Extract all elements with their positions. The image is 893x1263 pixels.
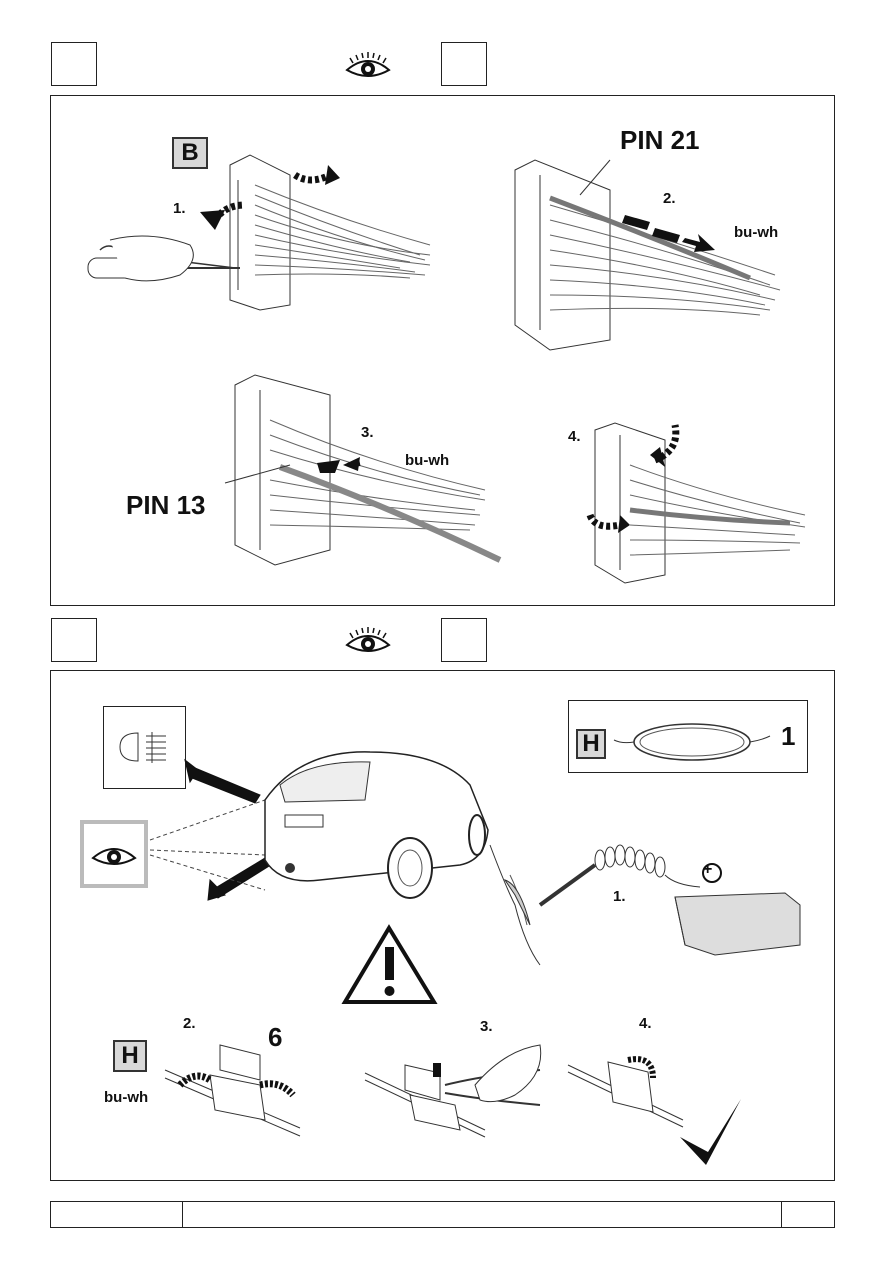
connector-drawing-1 bbox=[87, 154, 431, 311]
step-3-label-2: 3. bbox=[480, 1018, 493, 1035]
headlight-box bbox=[103, 706, 186, 789]
pliers-drawing bbox=[364, 1044, 542, 1138]
part-number-6: 6 bbox=[268, 1022, 283, 1052]
step-number-box-left-2 bbox=[51, 618, 97, 662]
eye-icon bbox=[345, 52, 391, 77]
step-number-box-right-2 bbox=[441, 618, 487, 662]
eye-icon bbox=[91, 848, 137, 865]
part-qty: 1 bbox=[781, 721, 796, 751]
connector-drawing-4 bbox=[586, 422, 806, 584]
pin13-label: PIN 13 bbox=[126, 490, 206, 520]
part-tag-h: H bbox=[576, 729, 606, 759]
footer-divider-1 bbox=[182, 1201, 183, 1228]
tag-h: H bbox=[113, 1040, 147, 1072]
step-2-label-2: 2. bbox=[183, 1015, 196, 1032]
footer-bar bbox=[50, 1201, 835, 1228]
step-number-box-left-1 bbox=[51, 42, 97, 86]
wire-label-b: bu-wh bbox=[405, 452, 450, 469]
wire-label-a: bu-wh bbox=[734, 224, 779, 241]
eye-icon bbox=[345, 627, 391, 652]
step-4-label-2: 4. bbox=[639, 1015, 652, 1032]
cable-ring-icon bbox=[613, 723, 771, 761]
wire-label-c: bu-wh bbox=[104, 1089, 149, 1106]
step-2-label: 2. bbox=[663, 190, 676, 207]
connector-drawing-2 bbox=[514, 159, 781, 351]
pin21-label: PIN 21 bbox=[620, 125, 700, 155]
tag-b: B bbox=[172, 137, 208, 169]
footer-divider-2 bbox=[781, 1201, 782, 1228]
step-number-box-right-1 bbox=[441, 42, 487, 86]
closing-drawing bbox=[567, 1056, 684, 1128]
step-3-label: 3. bbox=[361, 424, 374, 441]
step-1-label: 1. bbox=[173, 200, 186, 217]
headlight-icon bbox=[119, 732, 166, 763]
battery-plus-icon: + bbox=[703, 861, 713, 878]
connector-pin-panel bbox=[50, 95, 835, 606]
step-4-label: 4. bbox=[568, 428, 581, 445]
car-drawing bbox=[149, 751, 489, 901]
connector-drawing-3 bbox=[224, 374, 502, 566]
splice-connector-drawing bbox=[164, 1044, 301, 1137]
eye-box bbox=[80, 820, 148, 888]
checkmark-icon bbox=[680, 1099, 741, 1165]
step-1-label-2: 1. bbox=[613, 888, 626, 905]
warning-triangle-icon bbox=[341, 924, 438, 1004]
battery-test-drawing bbox=[489, 844, 801, 966]
